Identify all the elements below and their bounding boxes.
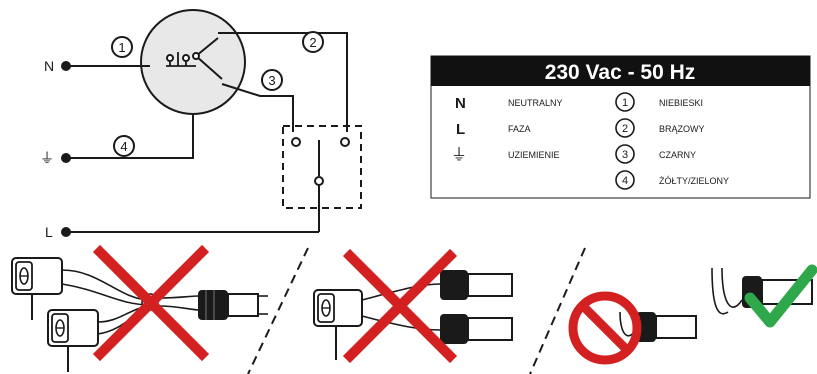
thermostat-body <box>140 9 246 115</box>
example-split-wrong <box>313 248 513 364</box>
terminal-l-dot <box>61 227 71 237</box>
example-parallel-wrong <box>11 244 268 372</box>
legend-name-neutral: NEUTRALNY <box>508 98 563 108</box>
wire-number-4: 4 <box>113 135 135 157</box>
cross-icon <box>342 248 458 364</box>
thermostat-schematic <box>66 9 362 233</box>
terminal-earth-label: ⏚ <box>40 150 54 166</box>
legend-name-earth: UZIEMIENIE <box>508 150 560 160</box>
legend-num-2: 2 <box>622 123 628 135</box>
terminal-l-label: L <box>45 224 53 240</box>
legend-name-phase: FAZA <box>508 124 531 134</box>
svg-text:2: 2 <box>309 35 316 50</box>
legend-panel: 230 Vac - 50 Hz N NEUTRALNY 1 NIEBIESKI … <box>430 55 811 199</box>
legend-symbol-earth: ⏚ <box>451 146 467 164</box>
legend-num-3: 3 <box>622 149 628 161</box>
checkmark-icon <box>744 264 817 328</box>
terminal-n-dot <box>61 61 71 71</box>
legend-color-black: CZARNY <box>659 150 696 160</box>
legend-num-1: 1 <box>622 97 628 109</box>
switch-box <box>282 125 362 209</box>
cross-icon <box>92 244 210 362</box>
prohibited-icon <box>568 291 642 365</box>
terminal-earth-dot <box>61 153 71 163</box>
svg-text:3: 3 <box>268 73 275 88</box>
legend-color-brown: BRĄZOWY <box>659 124 705 134</box>
wire-number-2: 2 <box>302 31 324 53</box>
legend-title: 230 Vac - 50 Hz <box>545 61 696 84</box>
legend-symbol-l: L <box>456 121 465 138</box>
svg-text:1: 1 <box>118 40 125 55</box>
terminal-n-label: N <box>44 58 54 74</box>
legend-color-blue: NIEBIESKI <box>659 98 703 108</box>
example-correct <box>711 264 817 328</box>
wire-number-3: 3 <box>261 69 283 91</box>
legend-symbol-n: N <box>455 95 466 112</box>
svg-text:4: 4 <box>120 139 127 154</box>
example-loose-wrong <box>568 291 697 365</box>
wire-number-1: 1 <box>111 36 133 58</box>
legend-num-4: 4 <box>622 175 628 187</box>
legend-color-yellow-green: ŻÓŁTY/ZIELONY <box>659 176 729 186</box>
